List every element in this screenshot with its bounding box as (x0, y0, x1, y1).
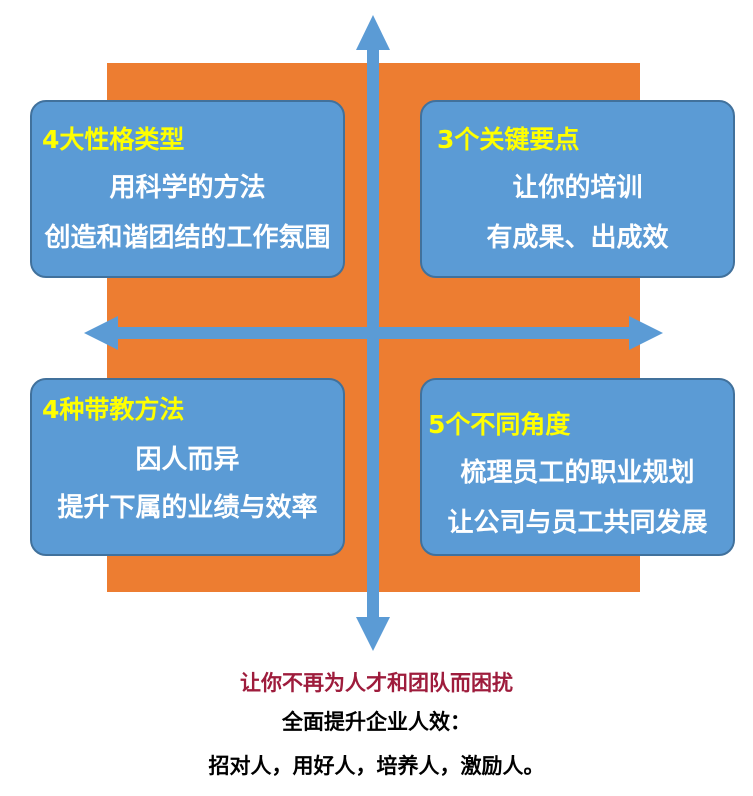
footer-summary: 招对人，用好人，培养人，激励人。 (208, 754, 545, 778)
quadrant-title: 4种带教方法 (42, 395, 185, 424)
tagline: 让你不再为人才和团队而困扰 (240, 671, 513, 695)
quadrant-line: 提升下属的业绩与效率 (57, 493, 318, 523)
quadrant-line: 创造和谐团结的工作氛围 (44, 223, 331, 253)
quadrant-line: 因人而异 (135, 445, 240, 475)
quadrant-card-personality-types: 4大性格类型 用科学的方法 创造和谐团结的工作氛围 (30, 100, 345, 278)
quadrant-line: 让公司与员工共同发展 (447, 508, 708, 538)
horizontal-double-arrow (84, 316, 663, 350)
quadrant-line: 梳理员工的职业规划 (460, 458, 695, 488)
quadrant-title: 4大性格类型 (42, 125, 185, 154)
quadrant-card-career-perspectives: 5个不同角度 梳理员工的职业规划 让公司与员工共同发展 (420, 378, 735, 556)
quadrant-line: 用科学的方法 (109, 173, 266, 203)
quadrant-line: 有成果、出成效 (486, 223, 669, 253)
quadrant-title: 5个不同角度 (428, 410, 571, 439)
quadrant-title: 3个关键要点 (437, 125, 580, 154)
quadrant-card-training-key-points: 3个关键要点 让你的培训 有成果、出成效 (420, 100, 735, 278)
quadrant-card-coaching-methods: 4种带教方法 因人而异 提升下属的业绩与效率 (30, 378, 345, 556)
quadrant-line: 让你的培训 (512, 173, 643, 203)
footer-heading: 全面提升企业人效： (282, 710, 471, 734)
